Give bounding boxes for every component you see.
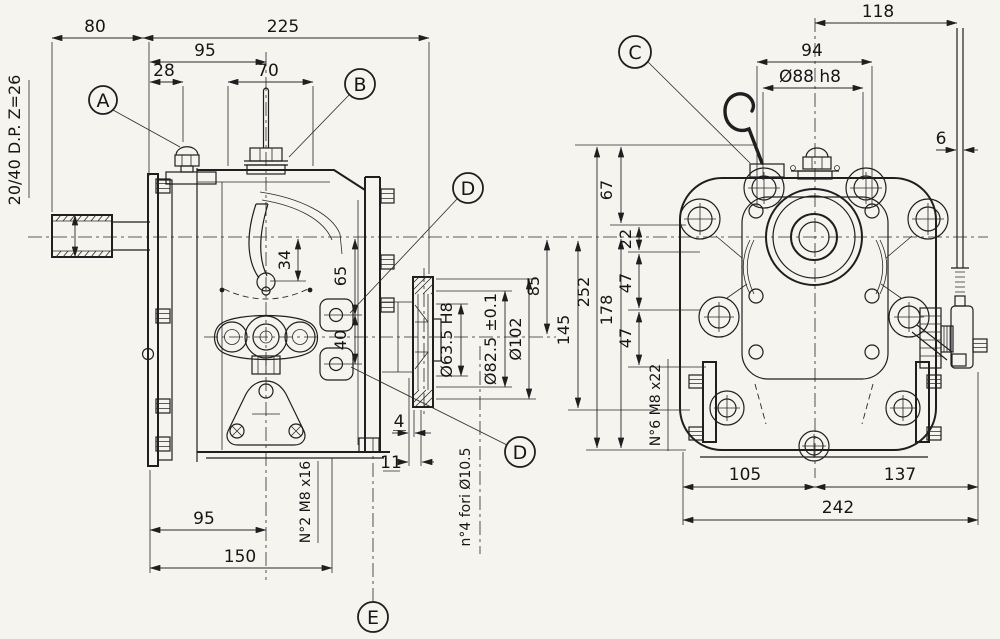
dim-bolt-circle: Ø82.5 ±0.1 bbox=[481, 293, 500, 385]
callouts: A B C D D E bbox=[88, 35, 751, 633]
top-stud bbox=[790, 147, 840, 180]
triangular-cover bbox=[226, 380, 306, 446]
flange-holes-note: n°4 fori Ø10.5 bbox=[458, 447, 474, 546]
callout-c-circle bbox=[618, 35, 652, 69]
callout-b: B bbox=[353, 74, 366, 96]
end-view bbox=[679, 28, 988, 462]
dim-11: 11 bbox=[380, 453, 402, 473]
plate-bolts bbox=[155, 178, 171, 452]
dim-47b: 47 bbox=[616, 328, 635, 348]
dim-225: 225 bbox=[267, 17, 299, 37]
dim-95-bottom: 95 bbox=[193, 509, 215, 529]
dim-178: 178 bbox=[597, 295, 616, 326]
side-view bbox=[51, 87, 442, 467]
selector-trunnion bbox=[213, 314, 319, 375]
side-view-dimensions: 80 225 95 28 70 20/40 D.P. Z=26 34 65 40… bbox=[5, 17, 551, 573]
dim-4: 4 bbox=[394, 412, 405, 432]
spline-note: 20/40 D.P. Z=26 bbox=[5, 75, 24, 206]
tapped-holes-note: N°2 M8 x16 bbox=[298, 461, 314, 543]
dim-95-top: 95 bbox=[194, 41, 216, 61]
dim-67: 67 bbox=[597, 180, 616, 200]
dim-145: 145 bbox=[554, 315, 573, 346]
dim-28: 28 bbox=[153, 61, 175, 81]
callout-d2-circle bbox=[504, 436, 536, 468]
dim-80: 80 bbox=[84, 17, 106, 37]
callout-d1: D bbox=[461, 178, 476, 200]
callout-c: C bbox=[628, 42, 641, 64]
callout-b-circle bbox=[344, 68, 376, 100]
callout-d2: D bbox=[513, 442, 528, 464]
dim-40: 40 bbox=[331, 330, 350, 350]
shift-lever bbox=[219, 203, 313, 300]
dim-137: 137 bbox=[884, 465, 916, 485]
dim-65: 65 bbox=[331, 266, 350, 286]
callout-a-circle bbox=[88, 85, 118, 115]
callout-d1-circle bbox=[452, 172, 484, 204]
bolts-note: N°6 M8 x22 bbox=[648, 364, 664, 446]
dim-22: 22 bbox=[616, 229, 635, 249]
dim-outer-dia: Ø102 bbox=[506, 317, 525, 360]
input-shaft bbox=[51, 214, 150, 258]
end-view-dimensions: 118 94 Ø88 h8 6 67 22 47 47 252 178 145 … bbox=[554, 2, 979, 525]
dim-85: 85 bbox=[524, 276, 543, 296]
main-bearing-boss bbox=[765, 188, 863, 286]
dim-6: 6 bbox=[936, 129, 947, 149]
mounting-feet bbox=[688, 361, 942, 443]
dim-252: 252 bbox=[574, 277, 593, 308]
dim-34: 34 bbox=[275, 250, 294, 270]
mounting-plate bbox=[141, 173, 173, 467]
drain-plug bbox=[358, 437, 380, 453]
dim-242: 242 bbox=[822, 498, 854, 518]
dim-105: 105 bbox=[729, 465, 761, 485]
callout-e-circle bbox=[357, 601, 389, 633]
small-holes bbox=[748, 203, 880, 360]
rear-flange-bolts bbox=[379, 187, 395, 314]
dim-150: 150 bbox=[224, 547, 256, 567]
breather-plug bbox=[165, 146, 217, 185]
callout-e: E bbox=[367, 607, 379, 629]
control-rod-lever bbox=[911, 28, 988, 369]
dim-118: 118 bbox=[862, 2, 894, 22]
bolt-bosses bbox=[679, 167, 949, 462]
dim-spigot: Ø88 h8 bbox=[779, 67, 841, 87]
lifting-hook bbox=[723, 92, 785, 178]
dim-94: 94 bbox=[801, 41, 823, 61]
dim-bore: Ø63.5 H8 bbox=[437, 302, 456, 378]
output-flange bbox=[382, 276, 442, 408]
dipstick-rod bbox=[244, 87, 288, 175]
callout-a: A bbox=[97, 90, 110, 112]
dim-70: 70 bbox=[257, 61, 279, 81]
dim-47a: 47 bbox=[616, 273, 635, 293]
